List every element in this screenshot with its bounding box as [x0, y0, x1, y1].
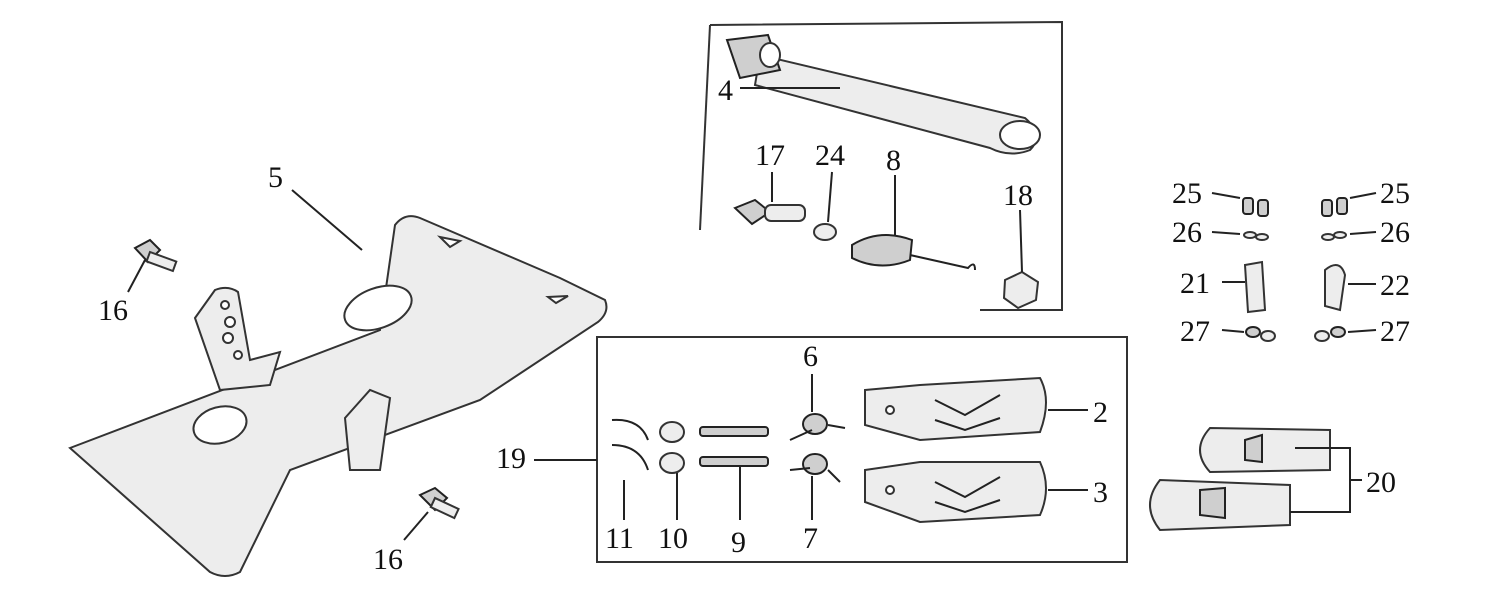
callout-26-right: 26 [1380, 216, 1410, 249]
callout-6: 6 [803, 340, 818, 373]
bolt-upper [133, 238, 178, 273]
callout-10: 10 [658, 522, 688, 555]
pin-9-upper [699, 426, 769, 437]
pivot-bolt [733, 198, 806, 226]
footpeg-3 [864, 461, 1047, 524]
callout-27-right: 27 [1380, 315, 1410, 348]
kickstand [725, 33, 1041, 155]
skid-plate [68, 215, 608, 577]
bolt-lower [418, 486, 460, 520]
footpeg-group-frame [596, 336, 1128, 563]
washer-10-upper [659, 421, 685, 443]
washer-10-lower [659, 452, 685, 474]
callout-21: 21 [1180, 267, 1210, 300]
footpeg-spring-6 [789, 413, 846, 441]
callout-16-lower: 16 [373, 543, 403, 576]
callout-24: 24 [815, 139, 845, 172]
callout-27-left: 27 [1180, 315, 1210, 348]
callout-17: 17 [755, 139, 785, 172]
callout-7: 7 [803, 522, 818, 555]
callout-18: 18 [1003, 179, 1033, 212]
footpeg-rubber-upper [1199, 426, 1331, 474]
callout-8: 8 [886, 144, 901, 177]
pin-9-lower [699, 456, 769, 467]
callout-3: 3 [1093, 476, 1108, 509]
callout-16-upper: 16 [98, 294, 128, 327]
cotter-pins [611, 418, 649, 471]
callout-25-left: 25 [1172, 177, 1202, 210]
callout-26-left: 26 [1172, 216, 1202, 249]
callout-22: 22 [1380, 269, 1410, 302]
callout-25-right: 25 [1380, 177, 1410, 210]
callout-4: 4 [718, 74, 733, 107]
small-hardware-right [1314, 197, 1348, 342]
footpeg-spring-7 [789, 453, 841, 483]
callout-9: 9 [731, 526, 746, 559]
footpeg-rubber-lower [1149, 478, 1291, 532]
callout-11: 11 [605, 522, 634, 555]
washer-24 [813, 223, 837, 241]
nut-18 [1002, 270, 1040, 310]
footpeg-2 [864, 376, 1047, 442]
callout-19: 19 [496, 442, 526, 475]
callout-20: 20 [1366, 466, 1396, 499]
callout-5: 5 [268, 161, 283, 194]
small-hardware-left [1242, 197, 1276, 342]
kickstand-group-frame [709, 20, 1063, 311]
callout-2: 2 [1093, 396, 1108, 429]
kickstand-spring [851, 234, 976, 271]
